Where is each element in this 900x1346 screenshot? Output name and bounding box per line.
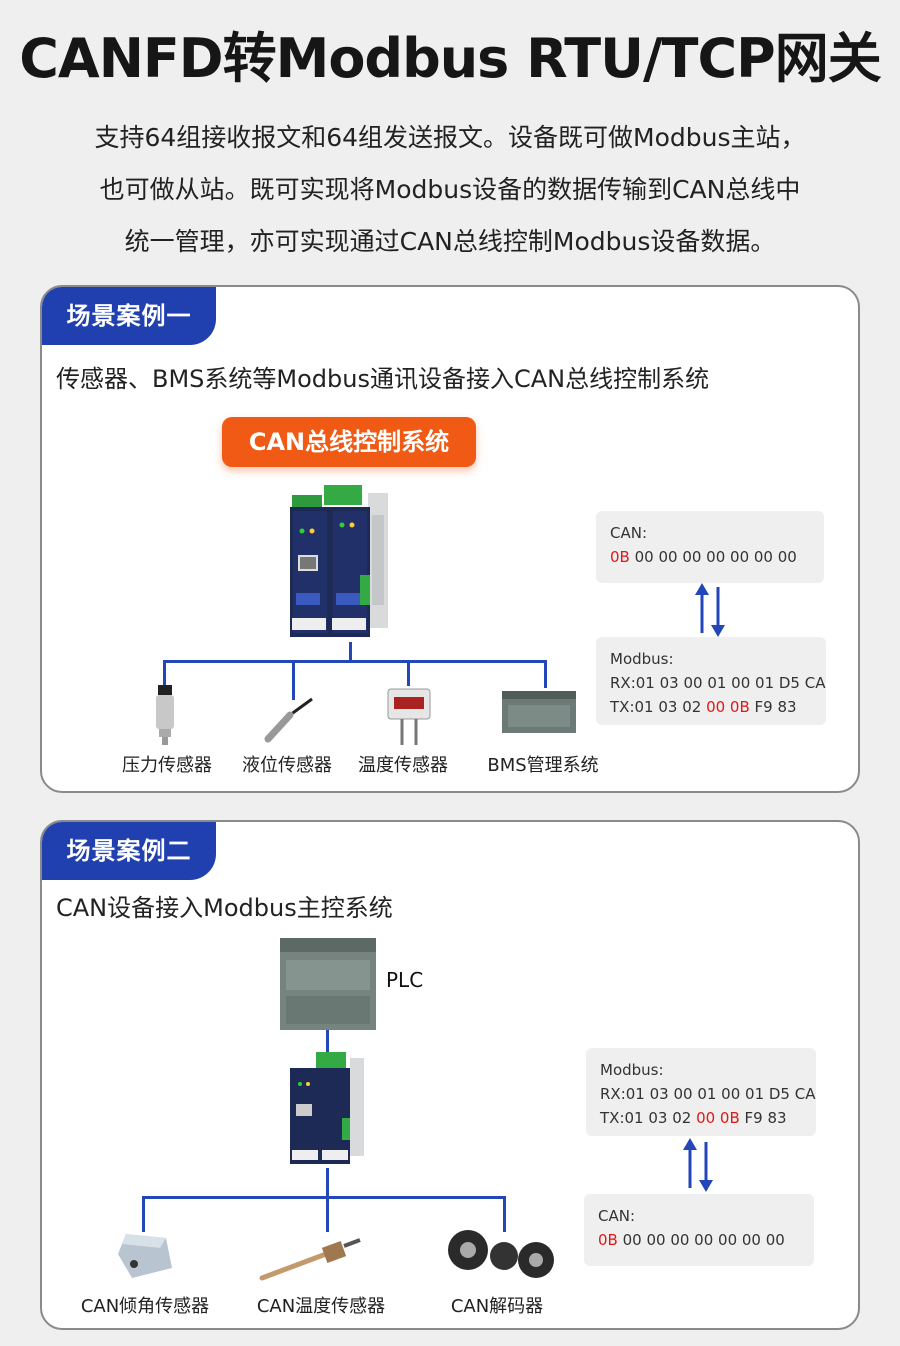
modbus-tx-suffix: F9 83: [739, 1109, 787, 1127]
bus-drop-line: [407, 660, 410, 686]
can-frame-highlight: 0B: [598, 1231, 618, 1249]
can-frame-box: CAN: 0B 00 00 00 00 00 00 00: [596, 511, 824, 583]
bus-drop-line: [163, 660, 166, 686]
modbus-tx-prefix: TX:01 03 02: [610, 698, 707, 716]
intro-text: 支持64组接收报文和64组发送报文。设备既可做Modbus主站， 也可做从站。既…: [40, 112, 860, 268]
case1-subtitle: 传感器、BMS系统等Modbus通讯设备接入CAN总线控制系统: [56, 365, 710, 393]
modbus-tx-prefix: TX:01 03 02: [600, 1109, 697, 1127]
can-encoder-image: [448, 1230, 554, 1278]
pressure-sensor-label: 压力传感器: [122, 755, 212, 776]
can-frame-data: 0B 00 00 00 00 00 00 00: [610, 545, 810, 569]
bus-drop-line: [544, 660, 547, 688]
bus-trunk-line: [326, 1168, 329, 1198]
bus-drop-line: [326, 1196, 329, 1232]
can-tilt-sensor-image: [118, 1234, 172, 1278]
bidirectional-arrows-icon: [683, 1138, 713, 1192]
bus-drop-line: [292, 660, 295, 700]
can-frame-rest: 00 00 00 00 00 00 00: [617, 1231, 785, 1249]
page-title: CANFD转Modbus RTU/TCP网关: [19, 27, 881, 90]
plc-link-line: [326, 1030, 329, 1058]
can-frame-box: CAN: 0B 00 00 00 00 00 00 00: [584, 1194, 814, 1266]
pressure-sensor-image: [156, 685, 174, 745]
temperature-sensor-label: 温度传感器: [358, 755, 448, 776]
plc-label: PLC: [386, 968, 424, 992]
can-bus-system-label: CAN总线控制系统: [222, 417, 476, 467]
modbus-frame-label: Modbus:: [600, 1061, 664, 1079]
case2-card: 场景案例二 CAN设备接入Modbus主控系统 PLC: [40, 820, 860, 1330]
case1-tag: 场景案例一: [42, 287, 216, 345]
bus-horizontal-line: [163, 660, 547, 663]
modbus-tx-line: TX:01 03 02 00 0B F9 83: [610, 695, 812, 719]
plc-image: [280, 938, 376, 1030]
case2-tag: 场景案例二: [42, 822, 216, 880]
bms-system-image: [502, 691, 576, 733]
can-frame-label: CAN:: [598, 1207, 636, 1225]
bidirectional-arrows-icon: [695, 583, 725, 637]
modbus-tx-highlight: 00 0B: [706, 698, 750, 716]
can-temperature-sensor-label: CAN温度传感器: [256, 1296, 386, 1317]
bus-trunk-line: [349, 642, 352, 662]
modbus-tx-highlight: 00 0B: [696, 1109, 740, 1127]
bus-horizontal-line: [142, 1196, 506, 1199]
intro-line: 统一管理，亦可实现通过CAN总线控制Modbus设备数据。: [124, 227, 776, 256]
modbus-frame-box: Modbus: RX:01 03 00 01 00 01 D5 CA TX:01…: [596, 637, 826, 725]
modbus-frame-box: Modbus: RX:01 03 00 01 00 01 D5 CA TX:01…: [586, 1048, 816, 1136]
modbus-tx-suffix: F9 83: [749, 698, 797, 716]
bms-system-label: BMS管理系统: [487, 755, 599, 776]
case2-subtitle: CAN设备接入Modbus主控系统: [56, 894, 393, 922]
bus-drop-line: [503, 1196, 506, 1232]
can-temperature-sensor-image: [259, 1238, 361, 1281]
level-sensor-image: [264, 697, 313, 743]
intro-line: 支持64组接收报文和64组发送报文。设备既可做Modbus主站，: [94, 123, 806, 152]
modbus-frame-label: Modbus:: [610, 650, 674, 668]
can-tilt-sensor-label: CAN倾角传感器: [80, 1296, 210, 1317]
bus-drop-line: [142, 1196, 145, 1232]
can-frame-highlight: 0B: [610, 548, 630, 566]
can-frame-rest: 00 00 00 00 00 00 00: [629, 548, 797, 566]
level-sensor-label: 液位传感器: [242, 755, 332, 776]
modbus-tx-line: TX:01 03 02 00 0B F9 83: [600, 1106, 802, 1130]
temperature-sensor-image: [387, 688, 431, 745]
can-encoder-label: CAN解码器: [450, 1296, 544, 1317]
can-frame-label: CAN:: [610, 524, 648, 542]
gateway-device-image: [290, 485, 388, 637]
modbus-rx-line: RX:01 03 00 01 00 01 D5 CA: [600, 1085, 816, 1103]
intro-line: 也可做从站。既可实现将Modbus设备的数据传输到CAN总线中: [99, 175, 801, 204]
can-frame-data: 0B 00 00 00 00 00 00 00: [598, 1228, 800, 1252]
case1-card: 场景案例一 传感器、BMS系统等Modbus通讯设备接入CAN总线控制系统 CA…: [40, 285, 860, 793]
gateway-device-image: [290, 1052, 364, 1164]
modbus-rx-line: RX:01 03 00 01 00 01 D5 CA: [610, 674, 826, 692]
